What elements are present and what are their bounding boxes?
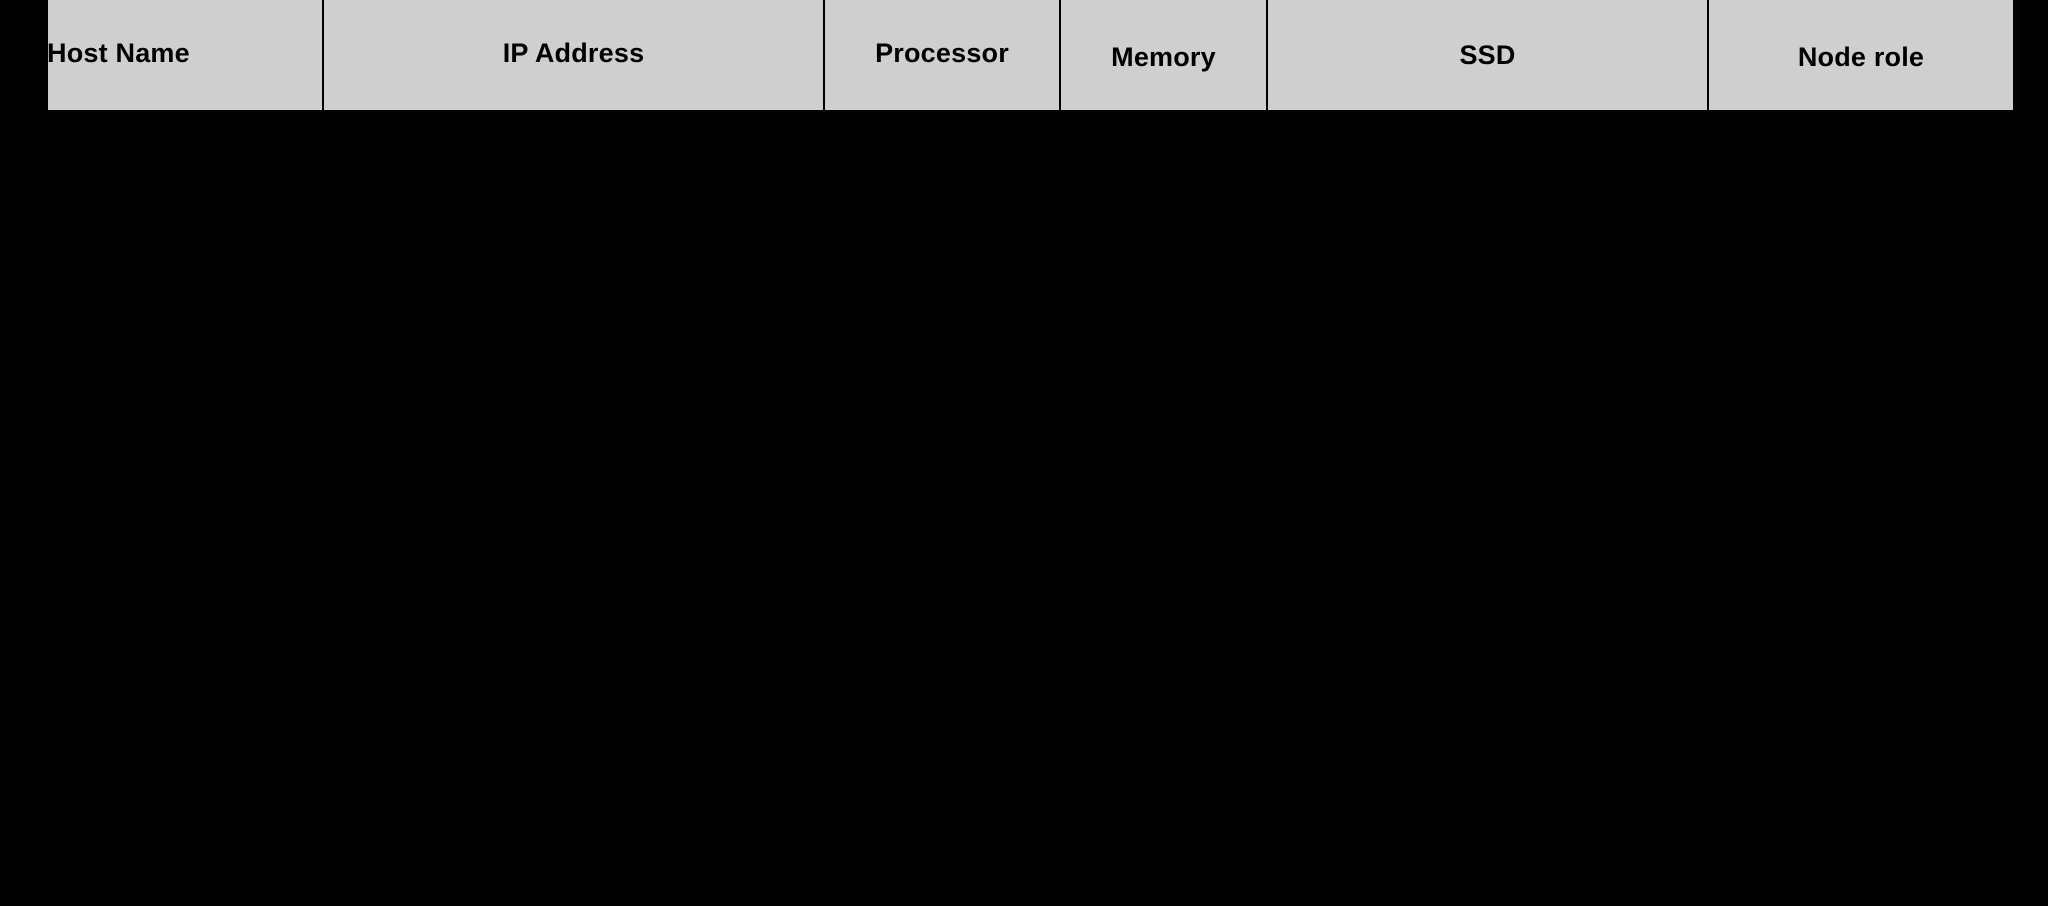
table-header: Host Name IP Address Processor Memory SS…: [46, 0, 2015, 112]
column-header-memory[interactable]: Memory: [1059, 0, 1268, 112]
table-header-row: Host Name IP Address Processor Memory SS…: [46, 0, 2015, 112]
column-header-node-role-label: Node role: [1797, 41, 1925, 72]
column-header-ip-address-label: IP Address: [502, 37, 645, 68]
column-header-processor-label: Processor: [875, 37, 1009, 68]
column-header-host-name[interactable]: Host Name: [46, 0, 324, 112]
node-specification-table: Host Name IP Address Processor Memory SS…: [46, 0, 2015, 112]
table-body-empty-area: [0, 110, 2048, 906]
column-header-node-role[interactable]: Node role: [1707, 0, 2015, 112]
column-header-host-name-label: Host Name: [47, 37, 190, 68]
column-header-ip-address[interactable]: IP Address: [322, 0, 825, 112]
column-header-processor[interactable]: Processor: [823, 0, 1061, 112]
column-header-memory-label: Memory: [1111, 41, 1216, 72]
column-header-ssd-label: SSD: [1459, 39, 1516, 70]
column-header-ssd[interactable]: SSD: [1266, 0, 1709, 112]
